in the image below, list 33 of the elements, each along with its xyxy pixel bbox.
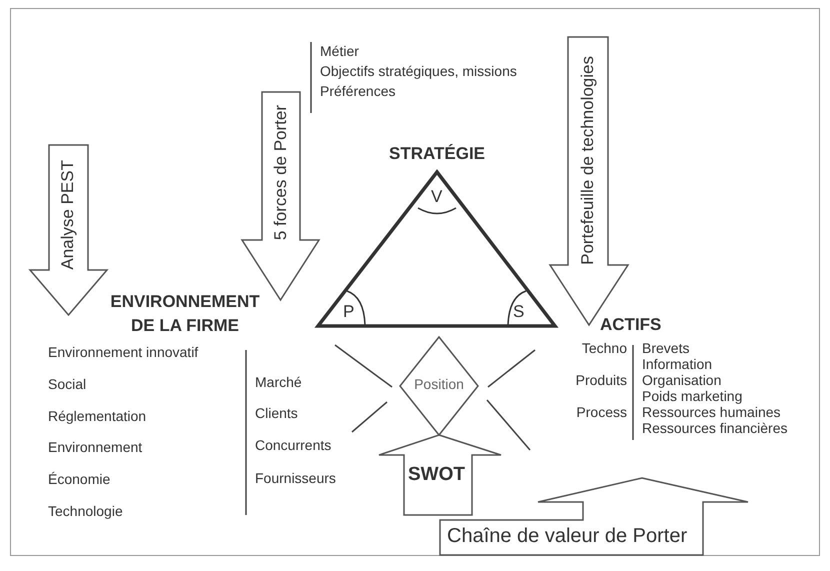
- arrow-label: Chaîne de valeur de Porter: [447, 525, 688, 547]
- block-arrow: [378, 434, 502, 516]
- decision-diamond: [400, 337, 478, 435]
- arrow-label: Portefeuille de technologies: [578, 55, 598, 265]
- list-item: Réglementation: [48, 409, 146, 424]
- list-item: Marché: [255, 375, 302, 390]
- list-item: Social: [48, 377, 86, 392]
- block-arrow: [30, 145, 108, 315]
- list-item: Ressources financières: [642, 421, 788, 436]
- text-label: Préférences: [320, 84, 396, 100]
- list-item: Poids marketing: [642, 389, 742, 404]
- list-item: Techno: [580, 341, 627, 356]
- list-item: Brevets: [642, 341, 690, 356]
- list-item: Ressources humaines: [642, 405, 781, 420]
- diamond-label: Position: [413, 377, 465, 392]
- arrow-label: 5 forces de Porter: [272, 104, 290, 240]
- section-heading: ENVIRONNEMENT DE LA FIRME: [109, 291, 261, 337]
- text-label: Objectifs stratégiques, missions: [320, 64, 517, 80]
- list-item: Produits: [574, 373, 627, 388]
- list-item: Concurrents: [255, 438, 332, 454]
- list-item: Organisation: [642, 373, 722, 388]
- list-item: Environnement: [48, 440, 142, 456]
- list-item: Fournisseurs: [255, 471, 336, 486]
- text-label: Métier: [320, 44, 359, 60]
- section-heading: ACTIFS: [600, 316, 662, 335]
- list-item: Information: [642, 357, 712, 372]
- edge-label: SWOT: [408, 465, 465, 486]
- list-item: Économie: [48, 472, 110, 488]
- list-item: Technologie: [48, 504, 123, 520]
- list-item: Process: [575, 405, 627, 420]
- list-item: Clients: [255, 406, 298, 422]
- list-item: Environnement innovatif: [48, 345, 198, 360]
- arrow-label: Analyse PEST: [59, 159, 78, 270]
